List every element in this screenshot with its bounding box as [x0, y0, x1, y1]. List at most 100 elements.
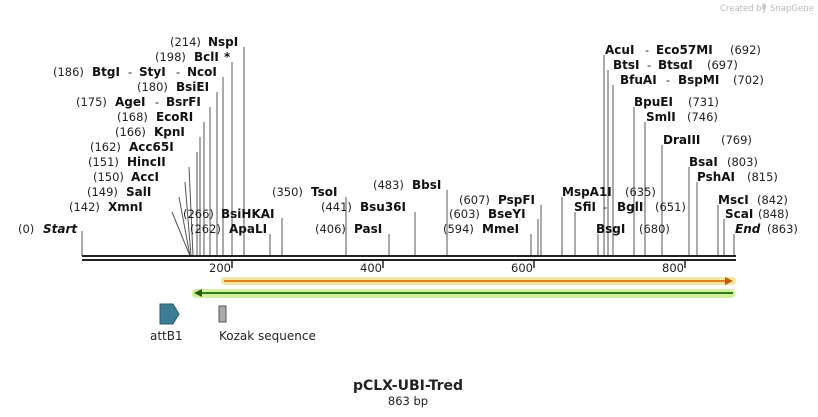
leader-hincii	[188, 166, 194, 257]
site-name: HincII	[127, 155, 166, 169]
site-name: DraIII	[663, 133, 700, 147]
leader-acci	[184, 181, 192, 257]
leader-sali	[178, 196, 191, 257]
site-sali[interactable]: (149) SalI	[87, 185, 151, 199]
site-position: (175)	[76, 95, 107, 109]
sequence-length: 863 bp	[388, 394, 428, 408]
site-btsi-btsai[interactable]: BtsI - BtsαI (697)	[613, 58, 738, 72]
site-name: MspA1I	[562, 185, 612, 199]
site-name: BclI	[194, 50, 219, 64]
site-scai[interactable]: ScaI (848)	[725, 207, 789, 221]
credit-brand: SnapGene	[770, 4, 814, 14]
snapgene-logo-icon	[762, 3, 766, 11]
site-hincii[interactable]: (151) HincII	[88, 155, 166, 169]
site-name: SfiI	[574, 200, 596, 214]
site-mmei[interactable]: (594) MmeI	[443, 222, 519, 236]
site-position: (186)	[53, 65, 84, 79]
site-name: MmeI	[482, 222, 519, 236]
site-name: BseYI	[488, 207, 526, 221]
site-bsai[interactable]: BsaI (803)	[689, 155, 758, 169]
site-position: (151)	[88, 155, 119, 169]
backbone-bottom-strand	[82, 259, 736, 261]
site-position: (483)	[373, 178, 404, 192]
site-name-2: BspMI	[678, 73, 719, 87]
site-apali[interactable]: (262) ApaLI	[190, 222, 267, 236]
site-labels-right: AcuI - Eco57MI (692) BtsI - BtsαI (697) …	[562, 43, 798, 236]
site-bseyi[interactable]: (603) BseYI	[449, 207, 526, 221]
site-position: (863)	[767, 222, 798, 236]
site-position: (150)	[93, 170, 124, 184]
site-name-2: Eco57MI	[656, 43, 713, 57]
feature-kozak-sequence[interactable]: Kozak sequence	[218, 305, 316, 343]
site-mspa1i[interactable]: MspA1I (635)	[562, 185, 656, 199]
site-bfuai-bspmi[interactable]: BfuAI - BspMI (702)	[620, 73, 764, 87]
credit-text: Created by	[720, 4, 767, 14]
site-acui-eco57mi[interactable]: AcuI - Eco57MI (692)	[605, 43, 761, 57]
site-acc65i[interactable]: (162) Acc65I	[90, 140, 174, 154]
site-position: (350)	[272, 185, 303, 199]
site-position: (441)	[321, 200, 352, 214]
ruler-label-600: 600	[511, 261, 533, 275]
site-position: (702)	[733, 73, 764, 87]
site-nspi[interactable]: (214) NspI	[170, 35, 238, 49]
site-name: End	[735, 222, 761, 236]
site-xmni[interactable]: (142) XmnI	[69, 200, 143, 214]
site-position: (692)	[730, 43, 761, 57]
site-bsu36i[interactable]: (441) Bsu36I	[321, 200, 406, 214]
site-name: PasI	[354, 222, 382, 236]
site-msci[interactable]: MscI (842)	[718, 193, 788, 207]
site-position: (180)	[137, 80, 168, 94]
site-agei-bsrfi[interactable]: (175) AgeI - BsrFI	[76, 95, 201, 109]
site-bcli[interactable]: (198) BclI *	[155, 50, 231, 64]
orange-orf-arrow[interactable]	[221, 277, 736, 285]
site-acci[interactable]: (150) AccI	[93, 170, 159, 184]
orange-orf-arrowhead-icon	[725, 277, 733, 285]
sequence-backbone	[82, 255, 736, 261]
site-bsiei[interactable]: (180) BsiEI	[137, 80, 209, 94]
site-name: Bsu36I	[360, 200, 406, 214]
site-separator: -	[128, 65, 132, 79]
site-btgi-styi-ncoi[interactable]: (186) BtgI - StyI - NcoI	[53, 65, 217, 79]
ruler-label-400: 400	[360, 261, 382, 275]
site-position: (162)	[90, 140, 121, 154]
site-name: PshAI	[697, 170, 735, 184]
site-position: (769)	[721, 133, 752, 147]
site-bbsi[interactable]: (483) BbsI	[373, 178, 441, 192]
site-pasi[interactable]: (406) PasI	[315, 222, 382, 236]
site-position: (803)	[727, 155, 758, 169]
site-name: BtgI	[92, 65, 120, 79]
site-tsoi[interactable]: (350) TsoI	[272, 185, 337, 199]
site-name: Start	[43, 222, 78, 236]
site-end[interactable]: End (863)	[735, 222, 798, 236]
site-pshai[interactable]: PshAI (815)	[697, 170, 778, 184]
kozak-box-icon	[218, 305, 227, 323]
site-ecori[interactable]: (168) EcoRI	[117, 110, 193, 124]
site-name: EcoRI	[156, 110, 193, 124]
feature-attb1[interactable]: attB1	[150, 303, 183, 343]
site-pspfi[interactable]: (607) PspFI	[459, 193, 535, 207]
site-name: ApaLI	[229, 222, 267, 236]
site-position: (635)	[625, 185, 656, 199]
site-name: Acc65I	[129, 140, 174, 154]
green-orf-arrow[interactable]	[192, 289, 735, 298]
site-bpuei[interactable]: BpuEI (731)	[634, 95, 719, 109]
site-position: (198)	[155, 50, 186, 64]
site-position: (603)	[449, 207, 480, 221]
site-bsgi[interactable]: BsgI (680)	[596, 222, 670, 236]
site-start[interactable]: (0) Start	[18, 222, 78, 236]
site-bsihkai[interactable]: (266) BsiHKAI	[183, 207, 275, 221]
site-draiii[interactable]: DraIII (769)	[663, 133, 752, 147]
attb1-arrow-icon	[159, 303, 180, 325]
site-position: (168)	[117, 110, 148, 124]
site-name-2: BsrFI	[166, 95, 201, 109]
site-separator: -	[603, 200, 607, 214]
site-sfii-bgli[interactable]: SfiI - BglI (651)	[574, 200, 686, 214]
site-name: AcuI	[605, 43, 634, 57]
site-position: (815)	[747, 170, 778, 184]
ruler: 200 400 600 800	[209, 261, 686, 275]
site-kpni[interactable]: (166) KpnI	[115, 125, 185, 139]
site-position: (214)	[170, 35, 201, 49]
site-smli[interactable]: SmlI (746)	[646, 110, 718, 124]
site-labels-middle: (350) TsoI (441) Bsu36I (406) PasI (483)…	[272, 178, 535, 236]
